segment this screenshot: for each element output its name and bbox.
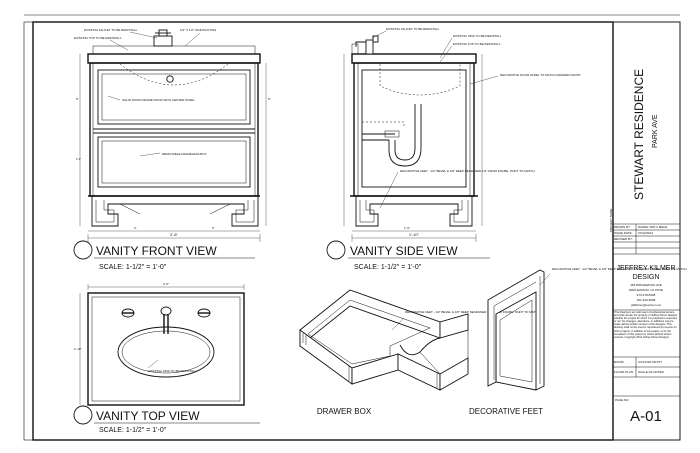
firm-address-4: jeffkilmer@verizon.net [630, 303, 661, 307]
side-note-door: DECORATIVE DOOR PANEL TO MATCH DRAWER FR… [500, 73, 581, 77]
side-view: 1'-10" 1'-9" EXISTING FAUCET TO BE REINS… [326, 27, 581, 271]
front-backsplash [92, 45, 256, 55]
firm-address-0: 466 RIDGEWOOD AVE [630, 283, 661, 287]
title-block: STEWART RESIDENCE PARK AVE PROJECT NAME … [609, 21, 681, 441]
tb-row-2-label: REVISED BY: [614, 237, 633, 241]
tb-row-0-label: DRAWN BY: [614, 225, 631, 229]
side-feet [355, 196, 473, 227]
front-faucet-icon [153, 29, 173, 47]
tb-meta-0-value: CUSTOM VANITY [638, 360, 662, 364]
side-dimensions: 1'-10" 1'-9" [343, 54, 483, 242]
side-panel [361, 69, 467, 188]
front-note-panel: REMOVABLE FRAMELESS BOX [162, 152, 207, 156]
side-ptrap [362, 104, 422, 167]
front-width-dim: 2'-6" [170, 232, 179, 237]
project-subtitle: PARK AVE [652, 114, 659, 148]
side-note-feet: DECORATIVE FEET - 1/2" BEVEL & 1/8" DEEP… [400, 169, 535, 173]
side-note-top: EXISTING TOP TO BE REINSTALL [453, 42, 501, 46]
page-number: A-01 [630, 408, 662, 425]
top-faucet-icon [121, 306, 211, 334]
decorative-feet-title: DECORATIVE FEET [469, 407, 543, 416]
disclaimer-text: This drawing is an instrument of profess… [614, 311, 678, 339]
drawer-box-title: DRAWER BOX [317, 407, 372, 416]
front-note-top: EXISTING TOP TO BE REINSTALL [74, 36, 122, 40]
front-dimensions: 2'-6" 6" 1'1" 6" 2" 3" [76, 54, 271, 242]
top-sink-oval [117, 326, 215, 378]
disclaimer-box: This drawing is an instrument of profess… [614, 311, 678, 339]
front-knob [166, 75, 174, 83]
front-seg-dim-c: 3" [212, 226, 215, 230]
top-width-dim: 2'-6" [163, 282, 169, 286]
front-note-frame: SOLID WOOD FRAME DOOR WITH CENTER PANEL [122, 98, 195, 102]
side-note-faucet: EXISTING FAUCET TO BE REINSTALL [386, 27, 440, 31]
feet-note-detail: DECORATIVE FEET - 1/2" BEVEL & 1/8" DEEP… [552, 267, 687, 271]
firm-address-3: 201-316-3698 [637, 298, 656, 302]
top-caption-bubble [73, 405, 93, 425]
front-leaders [107, 31, 201, 157]
front-view: 2'-6" 6" 1'1" 6" 2" 3" EXISTING FAUCET T… [73, 28, 271, 271]
front-height-dim-b: 1'1" [76, 157, 81, 161]
top-countertop [87, 292, 245, 406]
side-note-sink: EXISTING SINK TO BE REINSTALL [453, 34, 502, 38]
front-note-wainscoting: 1/2" X 1/2" WAINSCOTING [180, 28, 217, 32]
tb-row-1-value: 07/22/2014 [638, 231, 653, 235]
page-label: PAGE NO. [615, 398, 629, 402]
front-lower-panel [97, 136, 251, 188]
side-width-dim: 1'-10" [409, 232, 420, 237]
side-sink-ghost [379, 64, 461, 96]
front-countertop [87, 53, 261, 64]
tb-row-1-label: ISSUE DATE: [614, 231, 633, 235]
front-cabinet [89, 62, 259, 197]
tb-meta-1-label: FLOOR PLAN: [614, 370, 634, 374]
side-seg-dim: 1'-9" [404, 226, 410, 230]
top-view: 2'-6" 1'-10" EXISTING SINK TO BE REINSTA… [73, 282, 260, 434]
top-note-sink: EXISTING SINK TO BE REINSTALL [148, 369, 197, 373]
drawer-box: DECORATIVE FEET - 1/2" BEVEL & 1/8" DEEP… [299, 289, 540, 416]
front-caption-bubble [73, 240, 93, 260]
front-upper-panel [97, 69, 251, 125]
project-name-label: PROJECT NAME [609, 209, 613, 232]
tb-row-0-value: DANIEL SIPLA MENA [638, 225, 667, 229]
tb-meta-0-label: ROOM: [614, 360, 624, 364]
drawer-note-feet: DECORATIVE FEET - 1/2" BEVEL & 1/8" DEEP… [405, 310, 540, 314]
side-leaders [371, 30, 499, 209]
top-view-title: VANITY TOP VIEW [96, 409, 200, 423]
side-faucet-icon [355, 35, 379, 55]
top-dimensions: 2'-6" 1'-10" [74, 282, 245, 405]
front-sink-ghost [119, 63, 229, 86]
firm-name: JEFFREY KILMER [617, 265, 676, 272]
top-depth-dim: 1'-10" [74, 347, 82, 351]
firm-address-1: MAPLEWOOD, NJ 07040 [629, 288, 664, 292]
side-countertop [351, 53, 477, 64]
firm-name-2: DESIGN [633, 274, 660, 281]
project-name: STEWART RESIDENCE [632, 69, 646, 200]
front-height-dim-a: 6" [76, 97, 79, 101]
front-feet [91, 196, 259, 227]
front-view-title: VANITY FRONT VIEW [96, 244, 217, 258]
firm-address-2: 973-378-8408 [637, 293, 656, 297]
front-seg-dim-a: 2" [134, 226, 137, 230]
decorative-feet-detail: DECORATIVE FEET - 1/2" BEVEL & 1/8" DEEP… [469, 267, 687, 416]
front-view-scale: SCALE: 1-1/2" = 1'-0" [99, 264, 167, 271]
top-view-scale: SCALE: 1-1/2" = 1'-0" [99, 427, 167, 434]
side-cabinet [353, 62, 475, 197]
side-caption-bubble [326, 240, 346, 260]
front-height-dim-c: 6" [268, 97, 271, 101]
side-view-scale: SCALE: 1-1/2" = 1'-0" [354, 264, 422, 271]
front-note-faucet: EXISTING FAUCET TO BE REINSTALL [84, 28, 138, 32]
side-view-title: VANITY SIDE VIEW [350, 244, 458, 258]
front-cabinet-inner [92, 62, 256, 197]
tb-meta-1-value: SCALE AS NOTED [638, 370, 665, 374]
